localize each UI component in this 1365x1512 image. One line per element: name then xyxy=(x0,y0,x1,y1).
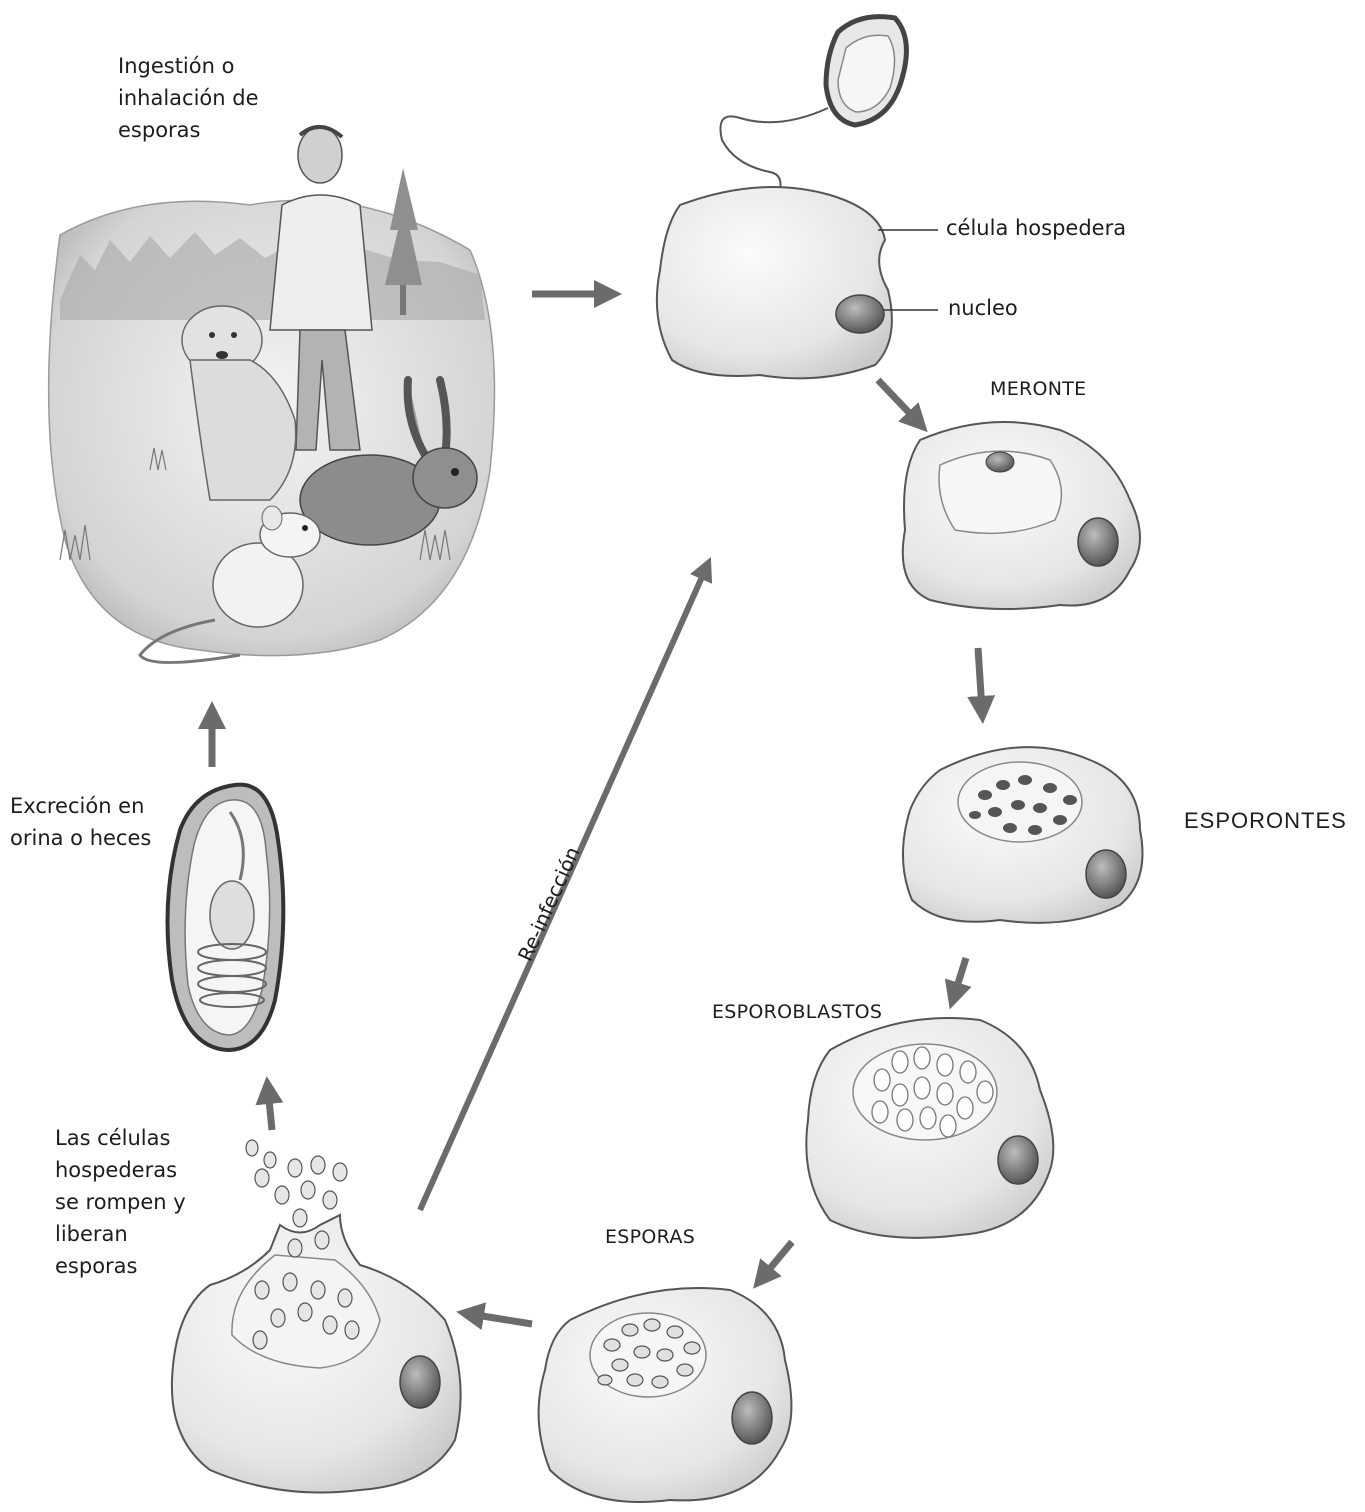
nucleus-icon xyxy=(1086,850,1126,898)
nucleus-label: nucleo xyxy=(948,292,1018,324)
esporas-label: ESPORAS xyxy=(605,1226,695,1248)
ruptured-cell xyxy=(172,1140,461,1493)
release-label: Las células hospederas se rompen y liber… xyxy=(55,1122,186,1282)
nucleus-icon xyxy=(836,295,884,333)
esporoblastos-label: ESPOROBLASTOS xyxy=(712,1001,882,1023)
excreted-spore xyxy=(168,785,284,1050)
nucleus-icon xyxy=(400,1356,440,1408)
arrow-to-release xyxy=(470,1314,532,1324)
arrow-to-esporontes xyxy=(978,648,982,710)
meronte-label: MERONTE xyxy=(990,378,1086,400)
host-cell-label: célula hospedera xyxy=(946,212,1126,244)
nucleus-icon xyxy=(1078,518,1118,566)
excretion-label: Excreción en orina o heces xyxy=(10,790,151,854)
arrow-to-esporoblastos xyxy=(954,958,966,996)
host-cell xyxy=(657,187,938,378)
host-scene-illustration xyxy=(49,127,495,663)
esporas-cell xyxy=(539,1288,792,1502)
nucleus-icon xyxy=(732,1392,772,1444)
ingestion-label: Ingestión o inhalación de esporas xyxy=(118,50,259,146)
arrow-to-esporas xyxy=(762,1242,792,1278)
arrow-to-meronte xyxy=(878,380,918,422)
esporoblastos-cell xyxy=(806,1018,1053,1238)
esporontes-cell xyxy=(903,747,1143,923)
meronte-cell xyxy=(903,422,1140,609)
esporontes-label: ESPORONTES xyxy=(1184,808,1347,834)
nucleus-icon xyxy=(998,1136,1038,1184)
arrow-release-to-excretion xyxy=(268,1090,272,1130)
